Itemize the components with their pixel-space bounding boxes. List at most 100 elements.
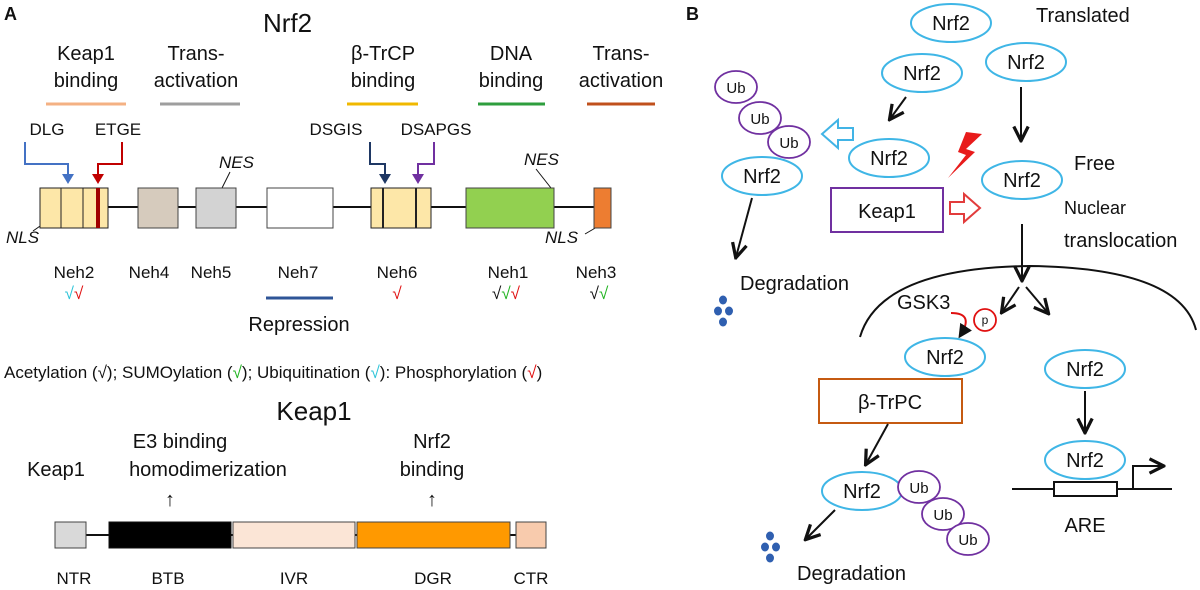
etge-mark <box>96 188 100 228</box>
nrf2-ubiquitinated-cytoplasm: Nrf2 <box>721 156 803 196</box>
degradation-dot <box>719 295 727 305</box>
label-translated: Translated <box>1036 5 1130 27</box>
legend-sep-1: ; <box>248 363 257 382</box>
release-arrow-icon <box>949 191 982 225</box>
keap1-domain-btb <box>108 521 232 549</box>
are-box <box>1053 481 1118 497</box>
ub-oval <box>897 470 941 504</box>
degradation-dot <box>761 542 769 552</box>
keap1-domain-ivr <box>232 521 356 549</box>
label-nuclear: Nuclear <box>1064 198 1126 218</box>
keap1-domain-name-dgr: DGR <box>414 569 452 588</box>
ub-oval <box>738 101 782 135</box>
modification-checks-neh1: √√√ <box>492 284 521 303</box>
nrf2-oval <box>848 138 930 178</box>
domain-name-neh6: Neh6 <box>377 263 418 282</box>
keap1-title: Keap1 <box>276 396 351 426</box>
ub-label: Ub <box>779 135 798 152</box>
legend-acetylation-close: ) <box>107 363 113 382</box>
domain-name-neh3: Neh3 <box>576 263 617 282</box>
nuclear-membrane <box>859 264 1197 338</box>
domain-neh7 <box>266 187 334 229</box>
nls-label-neh2: NLS <box>6 228 40 247</box>
nrf2-oval-label: Nrf2 <box>870 148 908 170</box>
nrf2-oval-label: Nrf2 <box>1003 170 1041 192</box>
arrow-to-keap1-complex <box>890 96 907 119</box>
ub-label: Ub <box>933 507 952 524</box>
ub-oval <box>946 522 990 556</box>
check-acetylation-neh1: √ <box>492 284 502 303</box>
domain-name-neh5: Neh5 <box>191 263 232 282</box>
keap1-annotation-homodimerization: homodimerization <box>129 459 287 481</box>
keap1-annotation-arrow-btb: ↑ <box>165 489 175 511</box>
motif-arrow-dsapgs <box>417 142 435 176</box>
legend-ubiquitination-open: ( <box>360 363 371 382</box>
motif-arrowhead-dsapgs <box>412 174 424 184</box>
ub-label: Ub <box>726 80 745 97</box>
motif-label-dsapgs: DSAPGS <box>401 120 472 139</box>
phospho-circle-icon <box>973 308 997 332</box>
motif-label-etge: ETGE <box>95 120 141 139</box>
panel-b-label: B <box>686 4 699 24</box>
panel-a-label: A <box>4 4 17 24</box>
legend-sep-2: : <box>385 363 394 382</box>
ub-label: Ub <box>909 480 928 497</box>
nrf2-oval-label: Nrf2 <box>932 13 970 35</box>
label-are: ARE <box>1064 515 1105 537</box>
repression-label: Repression <box>248 314 349 336</box>
check-phosphorylation-neh6: √ <box>392 284 402 303</box>
keap1-annotation-nrf2: Nrf2 <box>413 431 451 453</box>
motif-label-dsgis: DSGIS <box>310 120 363 139</box>
legend-acetylation-name: Acetylation <box>4 363 87 382</box>
motif-arrowhead-dsgis <box>379 174 391 184</box>
nrf2-oval <box>910 3 992 43</box>
keap1-domain-name-ctr: CTR <box>514 569 549 588</box>
function-label-transactivation-1-line1: Trans- <box>167 43 224 65</box>
function-label-keap1-binding-line2: binding <box>54 70 119 92</box>
nrf2-translated-left: Nrf2 <box>881 53 963 93</box>
label-degradation-nucleus: Degradation <box>797 563 906 585</box>
function-label-btrcp-binding-line1: β-TrCP <box>351 43 415 65</box>
ub-chain-nucleus: Ub Ub Ub <box>897 470 990 556</box>
btrcp-box <box>818 378 963 424</box>
degradation-dot <box>766 553 774 563</box>
label-free: Free <box>1074 153 1115 175</box>
function-label-transactivation-1-line2: activation <box>154 70 239 92</box>
ub-tag: Ub <box>946 522 990 556</box>
nrf2-bound-are: Nrf2 <box>1044 440 1126 480</box>
legend-phosphorylation-check: √ <box>527 363 537 382</box>
nrf2-oval <box>721 156 803 196</box>
keap1-domain-ntr <box>54 521 87 549</box>
ubiquitination-arrow-icon <box>820 117 854 151</box>
degradation-dots-icon <box>714 295 733 327</box>
nrf2-oval-label: Nrf2 <box>743 166 781 188</box>
degradation-dot <box>719 317 727 327</box>
nes-pointer-neh5 <box>221 171 231 189</box>
label-translocation: translocation <box>1064 230 1177 252</box>
modification-checks-neh2: √√ <box>65 284 84 303</box>
legend-sumoylation-close: ) <box>242 363 248 382</box>
arrow-to-degradation-cytoplasm <box>736 197 753 257</box>
arrow-split-left <box>1002 286 1020 312</box>
nrf2-ubiquitinated-nucleus: Nrf2 <box>821 471 903 511</box>
nrf2-oval-label: Nrf2 <box>926 347 964 369</box>
nrf2-oval <box>981 160 1063 200</box>
function-label-dna-binding-line1: DNA <box>490 43 533 65</box>
keap1-domain-name-ivr: IVR <box>280 569 308 588</box>
nrf2-free: Nrf2 <box>981 160 1063 200</box>
motif-arrow-etge <box>97 142 123 176</box>
ub-tag: Ub <box>767 125 811 159</box>
nrf2-oval-label: Nrf2 <box>1066 359 1104 381</box>
motif-arrowhead-dlg <box>62 174 74 184</box>
ub-oval <box>767 125 811 159</box>
nrf2-oval <box>881 53 963 93</box>
legend-acetylation-check: √ <box>98 363 108 382</box>
legend-ubiquitination-name: Ubiquitination <box>257 363 360 382</box>
legend-ubiquitination-close: ) <box>380 363 386 382</box>
keap1-annotation-arrow-dgr: ↑ <box>427 489 437 511</box>
nrf2-phosphorylated: Nrf2 <box>904 337 986 377</box>
domain-name-neh7: Neh7 <box>278 263 319 282</box>
nrf2-oval-label: Nrf2 <box>1066 450 1104 472</box>
transcription-arrow-icon <box>1132 466 1163 489</box>
